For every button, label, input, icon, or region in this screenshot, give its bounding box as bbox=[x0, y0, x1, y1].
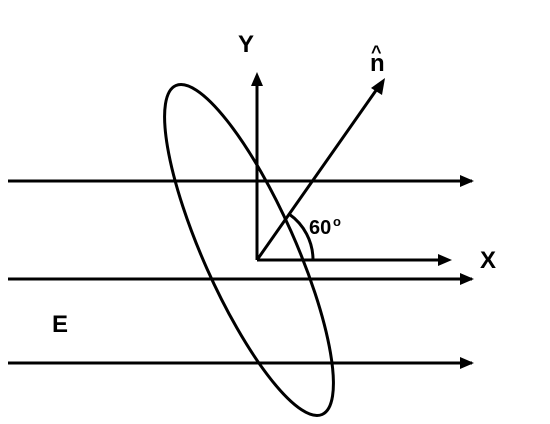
field-line-bottom-arrowhead bbox=[460, 357, 474, 369]
normal-label: n bbox=[370, 50, 385, 77]
x-axis-arrowhead bbox=[438, 254, 452, 266]
x-axis-label: X bbox=[480, 247, 496, 274]
angle-arc bbox=[288, 212, 315, 261]
angle-label: 60 bbox=[309, 217, 331, 239]
field-label: E bbox=[52, 311, 68, 338]
angle-degree-symbol: o bbox=[333, 214, 341, 229]
field-line-top-arrowhead bbox=[460, 175, 474, 187]
normal-hat: ^ bbox=[371, 42, 382, 62]
y-axis-label: Y bbox=[238, 31, 254, 58]
normal-vector bbox=[255, 88, 379, 261]
field-line-middle-arrowhead bbox=[460, 273, 474, 285]
normal-vector-arrowhead bbox=[371, 78, 385, 95]
surface-loop bbox=[163, 83, 335, 417]
y-axis-arrowhead bbox=[251, 72, 263, 86]
